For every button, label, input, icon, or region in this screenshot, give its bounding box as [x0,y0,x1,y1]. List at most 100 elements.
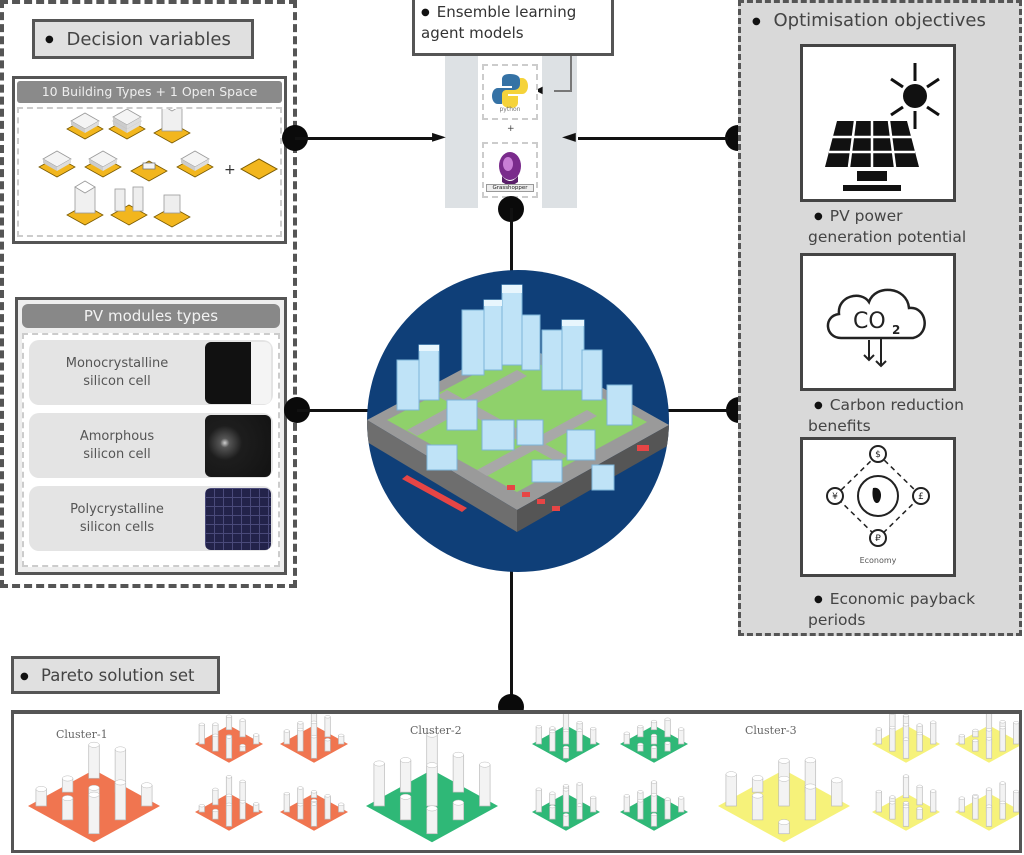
optimisation-objectives-title: Optimisation objectives [752,10,986,31]
cluster-1-variant-3 [195,775,263,831]
connector-line [510,570,513,706]
cluster-2-variant-2 [620,717,688,763]
ensemble-title-line2: agent models [421,24,524,42]
pv-module-name: silicon cell [83,446,151,462]
economy-globe-icon: $£₽¥ Economy [826,445,930,565]
pareto-solution-frame: Cluster-1 Cluster-2 Cluster-3 [11,704,1023,853]
pv-module-name: Polycrystalline [70,501,164,517]
building-types-box: 10 Building Types + 1 Open Space [12,76,287,244]
pareto-title-text: Pareto solution set [40,666,195,685]
solar-panel-icon [825,63,940,191]
objective-card-pv [800,44,956,202]
pv-modules-box: PV modules types Monocrystalline silicon… [15,297,287,575]
building-types-icons: + [38,98,279,228]
connector-line [510,208,513,274]
pv-modules-header: PV modules types [22,304,280,328]
pv-module-monocrystalline: Monocrystalline silicon cell [29,340,273,405]
connector-line [666,409,730,412]
urban-block-illustration [367,270,669,572]
decision-variables-title: Decision variables [32,19,254,59]
caption-line: Economic payback [829,590,976,608]
cluster-3-variant-4 [955,781,1023,831]
cluster-3-variant-3 [872,774,940,831]
economy-caption: Economy [860,556,897,565]
tools-plus: + [507,124,515,134]
sun-icon [890,63,940,129]
svg-text:£: £ [918,492,924,502]
cluster-1-variant-4 [280,786,348,831]
monocrystalline-panel-image [205,341,271,404]
objective-card-economy: $£₽¥ Economy [800,437,956,577]
down-arrows-icon [863,338,887,368]
connector-line [295,137,438,140]
building-type-3 [153,98,191,144]
grasshopper-label: Grasshopper [486,184,534,192]
connector-line [297,409,371,412]
building-type-7 [176,150,214,178]
building-type-10 [153,194,191,228]
pv-module-amorphous: Amorphous silicon cell [29,413,273,478]
cluster-2-main-layout [366,731,498,843]
cluster-3-label: Cluster-3 [745,724,797,737]
objectives-title-text: Optimisation objectives [773,10,986,31]
cluster-3-main-layout [718,757,850,843]
cluster-3-variant-2 [955,710,1023,763]
objective-card-carbon: CO 2 [800,253,956,391]
building-type-8 [66,180,104,226]
pv-module-polycrystalline: Polycrystalline silicon cells [29,486,273,551]
decision-variables-panel [0,0,297,588]
svg-text:₽: ₽ [875,534,881,544]
feedback-arrow-icon: ◀ [535,85,543,96]
caption-line: benefits [808,416,871,435]
cluster-2-label: Cluster-2 [410,724,462,737]
grasshopper-logo-icon [499,152,521,185]
decision-variables-title-text: Decision variables [66,29,231,50]
pareto-solution-set-title: Pareto solution set [11,656,220,694]
caption-line: generation potential [808,227,967,246]
open-space-tile [239,158,279,180]
building-types-grid: + [17,98,282,237]
feedback-connector [554,56,572,92]
objective-caption-pv: PV power generation potential [808,206,1013,247]
cluster-2-variant-4 [620,780,688,831]
cluster-2-variant-1 [532,704,600,763]
objective-caption-carbon: Carbon reduction benefits [808,395,1013,436]
cluster-1-variant-1 [195,714,263,763]
pv-module-name: silicon cell [83,373,151,389]
building-types-header: 10 Building Types + 1 Open Space [17,81,282,103]
pv-module-name: silicon cells [79,519,155,535]
building-types-plus: + [224,162,236,178]
arrow-left-icon: ◄ [562,126,576,147]
co2-text: CO [853,309,886,334]
building-type-4 [38,150,76,178]
building-type-2 [108,108,146,140]
building-type-6 [130,160,168,182]
co2-subscript: 2 [892,323,900,337]
pv-modules-list: Monocrystalline silicon cell Amorphous s… [22,333,280,567]
caption-line: PV power [829,207,903,225]
city-icon [367,284,669,532]
cluster-3-variant-1 [872,711,940,763]
building-type-9 [110,186,148,226]
polycrystalline-panel-image [205,487,271,550]
building-type-1 [66,112,104,140]
ensemble-learning-title: Ensemble learning agent models [412,0,614,56]
cluster-1-label: Cluster-1 [56,728,108,741]
objective-caption-economy: Economic payback periods [808,589,1013,630]
python-label: python [499,106,521,113]
caption-line: periods [808,610,866,629]
arrow-right-icon: ► [432,126,446,147]
cluster-1-variant-2 [280,710,348,763]
svg-text:¥: ¥ [832,492,838,502]
connector-line [578,137,728,140]
pv-module-name: Amorphous [79,428,155,444]
pareto-clusters [28,704,1023,843]
ensemble-title-line1: Ensemble learning [436,3,577,21]
co2-cloud-icon: CO 2 [826,288,926,368]
pv-module-name: Monocrystalline [65,355,169,371]
python-logo-icon [492,74,528,108]
python-tool-tile: python [482,64,538,120]
caption-line: Carbon reduction [829,396,964,414]
cluster-2-variant-3 [532,782,600,831]
cluster-1-main-layout [28,741,160,843]
